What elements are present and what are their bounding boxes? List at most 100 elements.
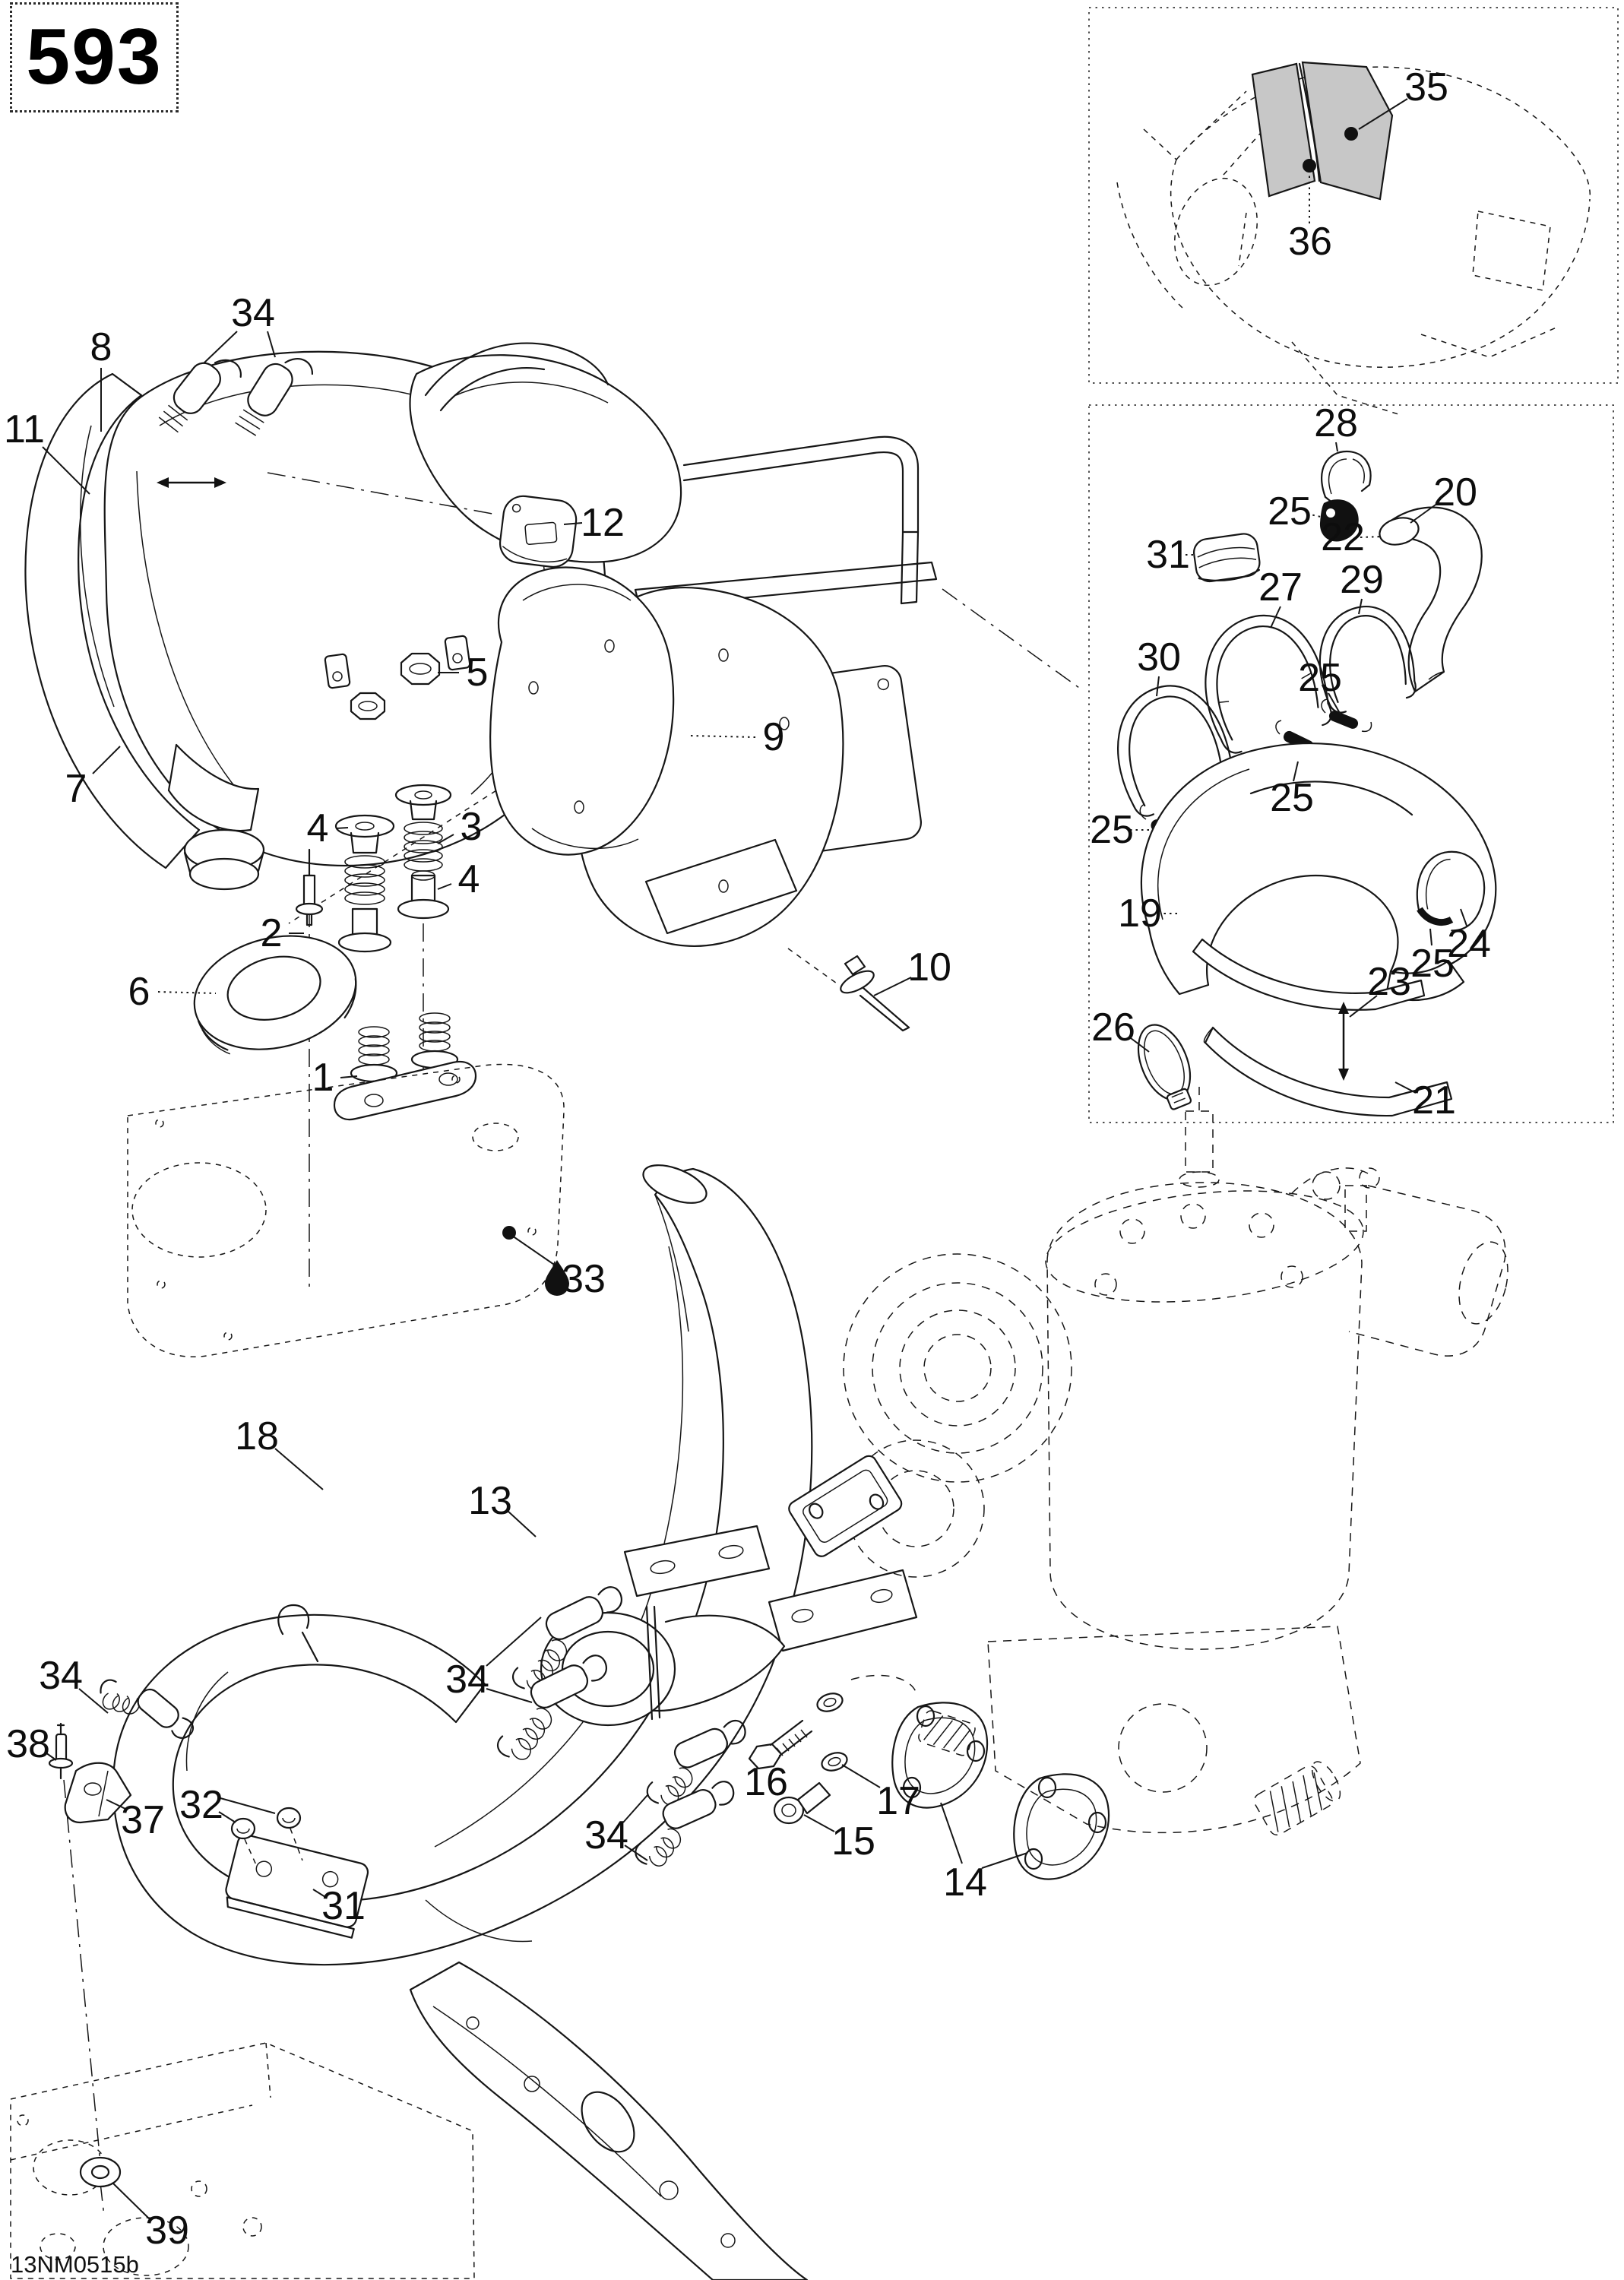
leader-line: [1460, 908, 1467, 926]
leader-line: [106, 1799, 126, 1810]
leader-line: [203, 331, 238, 364]
leader-line: [218, 1811, 236, 1823]
mounting-plate-dashed: [127, 1063, 565, 1357]
leader-line: [1156, 676, 1160, 697]
muffler-assembly: [24, 342, 938, 891]
cover-holes: [528, 639, 790, 893]
part-number-label: 38: [6, 1722, 50, 1766]
leader-line: [112, 2182, 150, 2220]
part-number-label: 1: [312, 1056, 334, 1100]
leader-line: [220, 1797, 276, 1814]
rivet: [787, 948, 910, 1032]
gear-clamp-24: [1416, 850, 1486, 932]
part-number-label: 27: [1258, 565, 1303, 610]
part-number-label: 34: [231, 291, 275, 335]
gear-clamp-26: [1137, 1024, 1192, 1110]
part-number-label: 25: [1410, 942, 1455, 986]
manifold-group: [496, 1525, 1110, 1880]
leader-line: [511, 1235, 559, 1268]
part-number-label: 25: [1268, 489, 1312, 534]
part-number-label: 30: [1137, 635, 1181, 679]
leader-line: [1410, 502, 1439, 524]
part-number-label: 26: [1091, 1005, 1135, 1050]
flange-gasket: [891, 1702, 989, 1809]
leader-line: [1429, 928, 1432, 946]
part-number-label: 32: [179, 1783, 223, 1827]
exhaust-spring: [496, 1586, 746, 1867]
part-number-label: 25: [1270, 776, 1314, 820]
foam-panel-36: [1251, 62, 1316, 198]
symbols: [157, 477, 1349, 1296]
muffler-cover: [489, 566, 844, 947]
leader-line: [42, 446, 90, 495]
leader-line: [486, 1617, 542, 1667]
mount-bolts: [333, 1012, 477, 1121]
socket-bolt: [773, 1781, 831, 1825]
leader-line: [841, 1764, 881, 1788]
leader-line: [267, 331, 276, 358]
leader-line: [486, 1688, 533, 1703]
leader-line: [437, 883, 452, 890]
part-number-label: 7: [65, 767, 87, 811]
part-number-label: 21: [1412, 1078, 1456, 1123]
support-bracket-small: [64, 1762, 132, 1824]
part-number-label: 36: [1288, 220, 1332, 264]
oil-droplet-icon: [545, 1260, 569, 1296]
part-number-label: 9: [763, 715, 785, 759]
part-number-label: 17: [876, 1779, 920, 1823]
support-bracket: [225, 1834, 369, 1939]
washer: [79, 2156, 122, 2188]
spring-band-27: [1205, 614, 1332, 754]
part-number-label: 13: [468, 1479, 512, 1523]
leader-line: [1335, 442, 1338, 452]
part-number-label: 37: [121, 1798, 165, 1842]
callout-target-dot: [1303, 159, 1316, 173]
part-number-label: 16: [744, 1760, 788, 1804]
locating-pin: [295, 848, 324, 926]
part-number-label: 12: [581, 501, 625, 545]
part-number-label: 22: [1321, 515, 1365, 559]
part-number-label: 39: [145, 2209, 189, 2253]
leader-line: [45, 1752, 57, 1761]
part-number-label: 25: [1298, 656, 1342, 700]
part-number-label: 23: [1367, 960, 1411, 1004]
leader-line: [312, 1889, 326, 1898]
pipe-shield-middle: [1192, 938, 1426, 1011]
part-number-label: 5: [467, 651, 489, 695]
leader-line: [1328, 692, 1341, 715]
leader-line: [274, 1448, 324, 1490]
bracket-screws: [230, 1807, 303, 1867]
body-pan-inset-art: [1116, 61, 1591, 415]
push-rivet: [48, 1722, 74, 1780]
model-code-box: 593: [10, 2, 179, 112]
leader-lines: [42, 98, 1467, 2220]
hatched-stub: [918, 1710, 976, 1756]
muffler-top-drum: [409, 354, 682, 563]
muffler-bracket-frame: [634, 435, 938, 610]
washer-spring-column-left: [334, 814, 395, 953]
tuned-pipe: [112, 1164, 813, 1966]
double-arrow: [157, 477, 226, 488]
grommet: [193, 935, 357, 1055]
double-arrow: [1338, 1002, 1349, 1081]
muffler-outlet-cone: [167, 743, 265, 891]
manifold-socket: [540, 1525, 918, 1727]
outlet-hose: [1379, 506, 1483, 693]
part-number-label: 19: [1118, 891, 1162, 936]
part-number-label: 20: [1433, 470, 1477, 515]
leader-line: [1358, 98, 1408, 130]
figure-code: 13NM0515b: [11, 2251, 139, 2278]
leader-line: [1394, 1081, 1417, 1094]
washer-spring-column-right: [394, 784, 452, 920]
leader-line: [981, 1852, 1028, 1869]
pipe-shield-lower: [1203, 1026, 1453, 1117]
part-number-label: 34: [39, 1654, 83, 1698]
leader-line: [78, 1688, 109, 1714]
leader-line: [1306, 513, 1322, 518]
leader-line: [1349, 995, 1378, 1018]
part-number-label: 11: [4, 407, 45, 451]
clamp-hook-black: [1417, 907, 1454, 926]
part-number-label: 31: [321, 1884, 366, 1928]
part-number-label: 24: [1447, 922, 1491, 966]
